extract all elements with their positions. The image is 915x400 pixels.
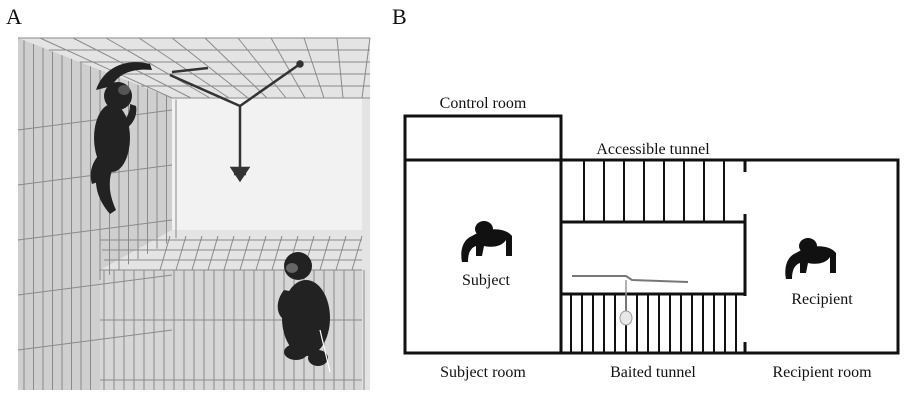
panel-a-letter: A (6, 4, 22, 29)
cage-ceiling-bar (361, 37, 371, 99)
cage-ceiling-bar (303, 37, 325, 99)
cage-floor-bar (255, 235, 267, 271)
recipient-room-label: Recipient room (772, 364, 872, 381)
cage-floor-bar (207, 235, 219, 271)
tunnel-bars (570, 160, 737, 353)
recipient-label: Recipient (791, 291, 853, 308)
climbing-chimpanzee-figure (90, 62, 152, 214)
cage-back-wall (172, 98, 362, 230)
cage-floor-bar (351, 235, 363, 271)
cage-ceiling-bar (171, 37, 249, 99)
subject-chimp-icon (461, 221, 512, 262)
cage-ceiling-bar (336, 37, 344, 99)
subject-label: Subject (462, 272, 511, 289)
bait-rope (572, 275, 689, 326)
cage-grid (17, 37, 371, 390)
accessible-tunnel-label: Accessible tunnel (596, 141, 710, 158)
cage-wall-bar (17, 329, 173, 351)
panel-b-letter: B (392, 4, 407, 29)
cage-floor-bar (175, 235, 187, 271)
control-room-outline (403, 114, 563, 162)
cage-ceiling-bar (105, 37, 211, 99)
cage-ceiling-bar (138, 37, 230, 99)
cage-left-wall (18, 38, 172, 390)
cage-floor-bar (239, 235, 251, 271)
cage-wall-bar (17, 109, 173, 131)
subject-room-label: Subject room (440, 364, 526, 381)
baited-tunnel-label: Baited tunnel (610, 364, 696, 381)
food-bait-icon (619, 310, 633, 326)
cage-floor-bar (271, 235, 283, 271)
cage-ceiling-bar (39, 37, 173, 99)
cage-ceiling-bar (270, 37, 306, 99)
cage-wall-bar (17, 219, 173, 241)
feeder-apparatus (169, 60, 304, 183)
control-room-label: Control room (440, 95, 527, 112)
cage-ceiling-bar (237, 37, 287, 99)
cage-floor-bar (319, 235, 331, 271)
cage-floor-bar (223, 235, 235, 271)
main-layout-outline (403, 158, 900, 355)
cage-ceiling-bar (204, 37, 268, 99)
cage-wall-bar (17, 274, 173, 296)
cage-floor-bar (191, 235, 203, 271)
recipient-chimp-icon (785, 238, 836, 279)
sitting-chimpanzee-figure (277, 252, 331, 373)
cage-illustration (17, 37, 371, 390)
cage-floor-bar (159, 235, 171, 271)
cage-floor-bar (335, 235, 347, 271)
